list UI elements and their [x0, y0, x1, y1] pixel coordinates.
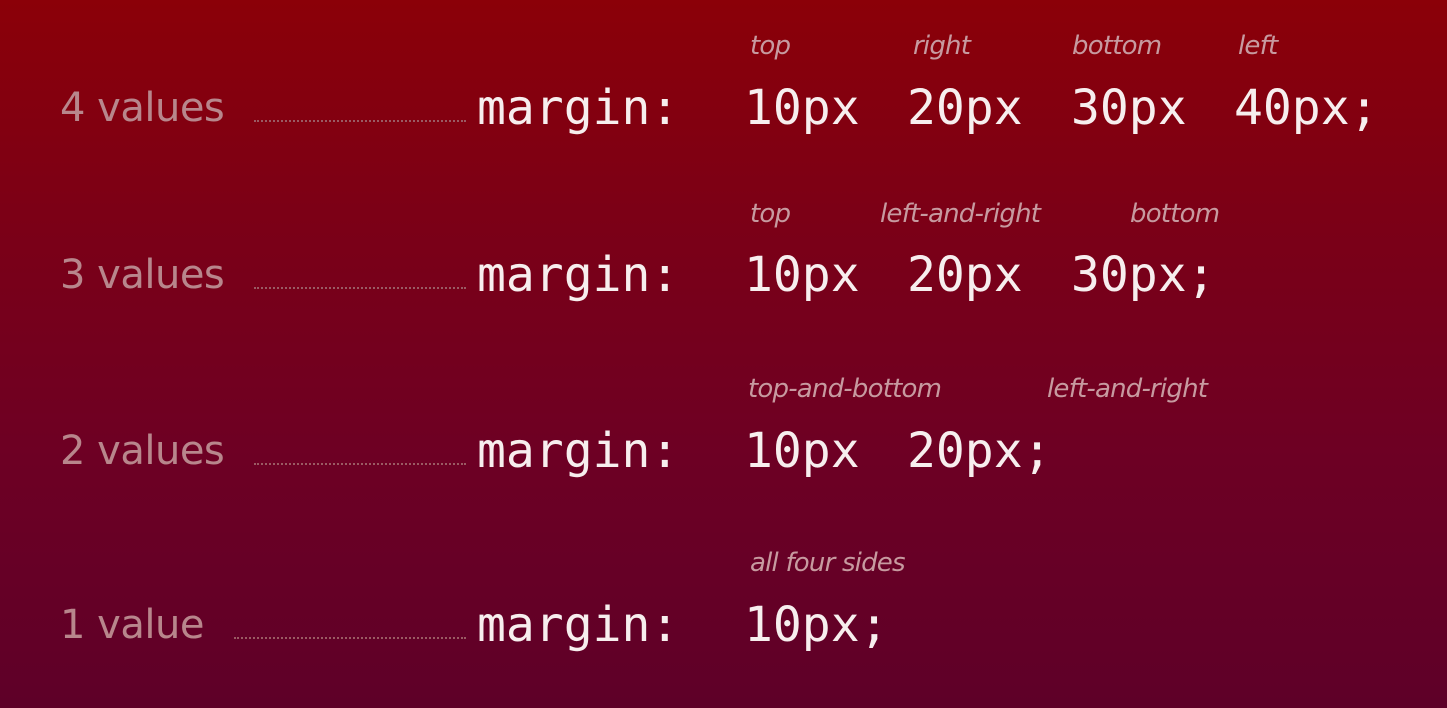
annotation-right: right	[913, 31, 971, 61]
row-three-values: 3 values margin: 10px 20px 30px;	[0, 240, 1447, 310]
dotted-leader	[234, 637, 466, 639]
property-name: margin:	[477, 597, 680, 653]
value-top: 10px	[744, 247, 860, 303]
dotted-leader	[254, 287, 466, 289]
value-right: 20px	[907, 80, 1023, 136]
row-four-values: 4 values margin: 10px 20px 30px 40px;	[0, 73, 1447, 143]
annotation-left-and-right: left-and-right	[880, 199, 1041, 229]
row-label: 2 values	[60, 428, 225, 474]
value-left-and-right: 20px	[907, 247, 1023, 303]
dotted-leader	[254, 463, 466, 465]
value-bottom: 30px;	[1071, 247, 1216, 303]
value-bottom: 30px	[1071, 80, 1187, 136]
row-label: 1 value	[60, 602, 204, 648]
property-name: margin:	[477, 247, 680, 303]
row-label: 4 values	[60, 85, 225, 131]
property-name: margin:	[477, 423, 680, 479]
row-two-values: 2 values margin: 10px 20px;	[0, 416, 1447, 486]
property-name: margin:	[477, 80, 680, 136]
annotation-left: left	[1238, 31, 1278, 61]
annotation-bottom: bottom	[1072, 31, 1162, 61]
annotation-top: top	[750, 199, 791, 229]
annotation-top-and-bottom: top-and-bottom	[748, 374, 942, 404]
annotation-bottom: bottom	[1130, 199, 1220, 229]
dotted-leader	[254, 120, 466, 122]
value-top: 10px	[744, 80, 860, 136]
value-top-and-bottom: 10px	[744, 423, 860, 479]
row-one-value: 1 value margin: 10px;	[0, 590, 1447, 660]
annotation-all-four-sides: all four sides	[750, 548, 906, 578]
value-left-and-right: 20px;	[907, 423, 1052, 479]
annotation-top: top	[750, 31, 791, 61]
value-left: 40px;	[1234, 80, 1379, 136]
value-all-sides: 10px;	[744, 597, 889, 653]
row-label: 3 values	[60, 252, 225, 298]
annotation-left-and-right: left-and-right	[1047, 374, 1208, 404]
